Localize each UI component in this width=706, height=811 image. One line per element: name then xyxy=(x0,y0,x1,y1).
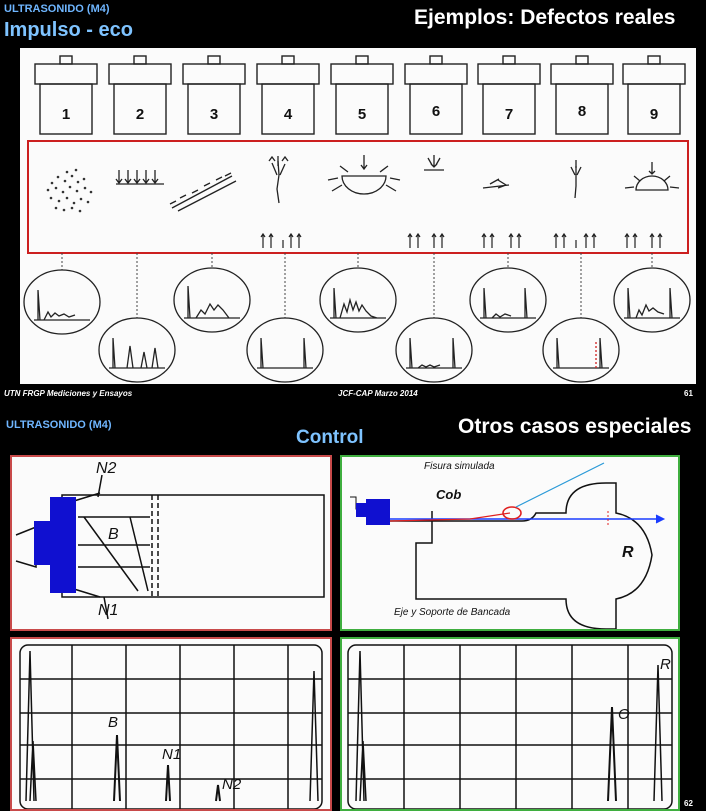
probe-9 xyxy=(622,55,686,135)
defect-6-small xyxy=(424,155,444,171)
label-b: B xyxy=(108,526,119,543)
crack-label: Fisura simulada xyxy=(424,461,495,472)
ascan-8 xyxy=(542,317,620,383)
defect-9-round xyxy=(624,162,680,191)
probe-number-1: 1 xyxy=(62,106,70,123)
probe-small xyxy=(356,503,366,517)
right-oscilloscope-panel: O R xyxy=(340,637,680,811)
left-oscilloscope: B N1 N2 xyxy=(19,644,323,810)
ascan-7 xyxy=(469,267,547,333)
crack-marker xyxy=(502,506,522,520)
right-diagram-panel: Fisura simulada Cob R Eje y Soporte de B… xyxy=(340,455,680,631)
probe-7 xyxy=(477,55,541,135)
probe-number-6: 6 xyxy=(432,103,440,120)
left-oscilloscope-panel: B N1 N2 xyxy=(10,637,332,811)
label-n2: N2 xyxy=(96,460,117,477)
defects-figure: 1 2 3 4 5 6 7 8 9 xyxy=(23,55,691,383)
page-number: 62 xyxy=(684,799,693,808)
ascan-9 xyxy=(613,267,691,333)
diagram-caption: Eje y Soporte de Bancada xyxy=(394,607,511,618)
peak-n2: N2 xyxy=(222,776,242,793)
slide-62: ULTRASONIDO (M4) Control Otros casos esp… xyxy=(0,411,706,811)
slide-title: Ejemplos: Defectos reales xyxy=(414,6,676,29)
left-diagram: N2 B N1 xyxy=(15,460,325,620)
slide-subtitle: Control xyxy=(296,427,364,448)
probe-large xyxy=(366,499,390,525)
right-diagram: Fisura simulada Cob R Eje y Soporte de B… xyxy=(350,461,666,630)
probe-1 xyxy=(34,55,98,135)
slide-61: ULTRASONIDO (M4) Impulso - eco Ejemplos:… xyxy=(0,0,706,400)
probe-5 xyxy=(330,55,394,135)
page-number: 61 xyxy=(684,389,693,398)
defect-1-porosity xyxy=(46,168,93,213)
defect-8-crack xyxy=(570,160,582,199)
section-label: ULTRASONIDO (M4) xyxy=(4,3,110,15)
cob-label: Cob xyxy=(436,487,461,502)
connectors xyxy=(61,253,653,318)
probe-number-4: 4 xyxy=(284,106,293,123)
defect-7-small xyxy=(482,178,510,189)
probe-8 xyxy=(550,55,614,135)
r-label: R xyxy=(622,544,634,561)
defects-frame xyxy=(27,140,689,254)
defect-5-round xyxy=(327,155,401,195)
probe-number-3: 3 xyxy=(210,106,218,123)
defects-figure-panel: 1 2 3 4 5 6 7 8 9 xyxy=(20,48,696,384)
right-oscilloscope: O R xyxy=(347,644,673,810)
defect-3-inclined xyxy=(169,172,237,212)
ascan-6 xyxy=(395,317,473,383)
defect-4-crack xyxy=(268,155,289,204)
probe-number-2: 2 xyxy=(136,106,144,123)
ascan-5 xyxy=(319,267,397,333)
slide-title: Otros casos especiales xyxy=(458,415,692,438)
section-label: ULTRASONIDO (M4) xyxy=(6,419,112,431)
footer-center: JCF-CAP Marzo 2014 xyxy=(338,389,418,398)
probe-number-9: 9 xyxy=(650,106,658,123)
label-n1: N1 xyxy=(98,602,118,619)
probe-number-8: 8 xyxy=(578,103,586,120)
probe-number-5: 5 xyxy=(358,106,366,123)
peak-r: R xyxy=(660,656,671,673)
probe-6 xyxy=(404,55,468,135)
probe-body-small xyxy=(34,521,50,565)
defect-2-reflector-arrows xyxy=(115,170,164,185)
ascan-3 xyxy=(173,267,251,333)
probe-2 xyxy=(108,55,172,135)
ascan-1 xyxy=(23,269,101,335)
probe-3 xyxy=(182,55,246,135)
ascan-4 xyxy=(246,317,324,383)
slide-subtitle: Impulso - eco xyxy=(4,19,133,41)
footer-left: UTN FRGP Mediciones y Ensayos xyxy=(4,389,133,398)
ascan-2 xyxy=(98,317,176,383)
probe-4 xyxy=(256,55,320,135)
probe-body-large xyxy=(50,497,76,593)
probe-number-7: 7 xyxy=(505,106,513,123)
peak-o: O xyxy=(618,706,630,723)
peak-n1: N1 xyxy=(162,746,181,763)
incident-arrows xyxy=(260,232,663,248)
left-diagram-panel: N2 B N1 xyxy=(10,455,332,631)
peak-b: B xyxy=(108,714,118,731)
